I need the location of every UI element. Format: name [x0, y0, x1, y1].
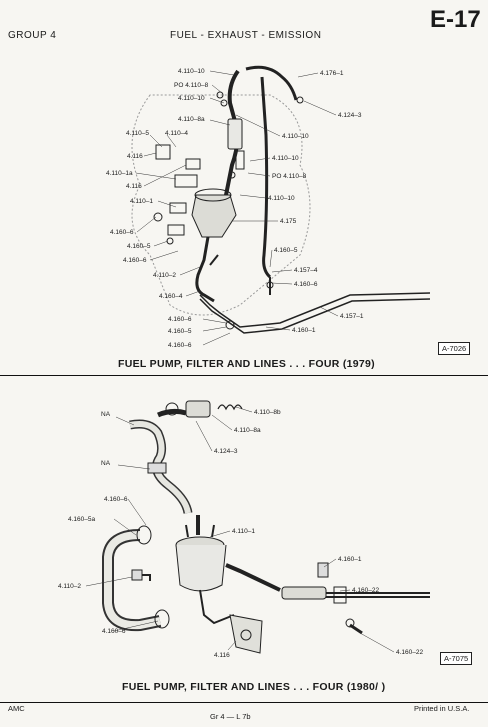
d2-label-7: 4.160–5a — [68, 516, 95, 523]
d2-label-13: 4.116 — [214, 652, 230, 659]
footer-center: Gr 4 — L 7b — [210, 712, 251, 721]
d1-label-18: 4.160–6 — [110, 229, 134, 236]
d1-label-4: 4.176–1 — [320, 70, 344, 77]
diagram-1979-caption: FUEL PUMP, FILTER AND LINES . . . FOUR (… — [118, 358, 375, 370]
group-label: GROUP 4 — [8, 30, 57, 41]
d1-label-26: 4.157–1 — [340, 313, 364, 320]
footer-right: Printed in U.S.A. — [414, 704, 470, 713]
diagram-1979: 4.110–10 PO 4.110–8 4.110–10 4.176–1 4.1… — [106, 65, 431, 349]
d1-label-21: 4.160–5 — [274, 247, 298, 254]
section-title: FUEL - EXHAUST - EMISSION — [170, 30, 322, 41]
d1-label-12: 4.110–1a — [106, 170, 133, 177]
d1-label-23: 4.110–2 — [153, 272, 176, 279]
d1-label-2: PO 4.110–8 — [174, 82, 209, 89]
d1-label-16: 4.110–1 — [130, 198, 153, 205]
d2-label-9: 4.110–2 — [58, 583, 81, 590]
diagram-1980-caption: FUEL PUMP, FILTER AND LINES . . . FOUR (… — [122, 681, 386, 693]
d1-label-17: 4.175 — [280, 218, 297, 225]
d1-label-8: 4.110–5 — [126, 130, 149, 137]
d2-label-6: 4.160–6 — [104, 496, 128, 503]
footer-rule — [0, 702, 488, 703]
d1-label-11: 4.110–10 — [272, 155, 299, 162]
d1-label-3: 4.110–10 — [178, 95, 205, 102]
d1-label-22: 4.157–4 — [294, 267, 318, 274]
d1-label-20: 4.160–6 — [123, 257, 147, 264]
diagram-1980: NA 4.110–8b 4.110–8a 4.124–3 NA 4.160–6 … — [58, 400, 430, 659]
d2-label-10: 4.160–1 — [338, 556, 362, 563]
d1-label-10: 4.116 — [127, 153, 143, 160]
d1-label-5: 4.124–3 — [338, 112, 362, 119]
d2-label-11: 4.160–22 — [352, 587, 379, 594]
d1-label-25: 4.160–4 — [159, 293, 183, 300]
d2-label-8: 4.110–1 — [232, 528, 255, 535]
d2-label-5: NA — [101, 460, 111, 467]
d1-label-7: 4.110–10 — [282, 133, 309, 140]
diagram-1980-ref: A-7075 — [440, 652, 473, 665]
diagram-1979-ref: A-7026 — [438, 342, 471, 355]
d1-label-15: 4.110–10 — [268, 195, 295, 202]
d2-label-1: NA — [101, 411, 111, 418]
footer-left: AMC — [8, 704, 25, 713]
d1-label-1: 4.110–10 — [178, 68, 205, 75]
d1-label-29: 4.160–1 — [292, 327, 316, 334]
d2-label-2: 4.110–8b — [254, 409, 281, 416]
d2-label-12: 4.160–6 — [102, 628, 126, 635]
d1-label-27: 4.160–6 — [168, 316, 192, 323]
d1-label-28: 4.160–5 — [168, 328, 192, 335]
d1-label-19: 4.160–5 — [127, 243, 151, 250]
d2-label-3: 4.110–8a — [234, 427, 261, 434]
page-code: E-17 — [430, 6, 481, 33]
d1-label-13: PO 4.110–8 — [272, 173, 307, 180]
d1-label-30: 4.160–6 — [168, 342, 192, 349]
d1-label-9: 4.110–4 — [165, 130, 188, 137]
d2-label-4: 4.124–3 — [214, 448, 238, 455]
d1-label-6: 4.110–8a — [178, 116, 205, 123]
d1-label-14: 4.116 — [126, 183, 142, 190]
section-divider — [0, 375, 488, 376]
d2-label-14: 4.160–22 — [396, 649, 423, 656]
d1-label-24: 4.160–6 — [294, 281, 318, 288]
